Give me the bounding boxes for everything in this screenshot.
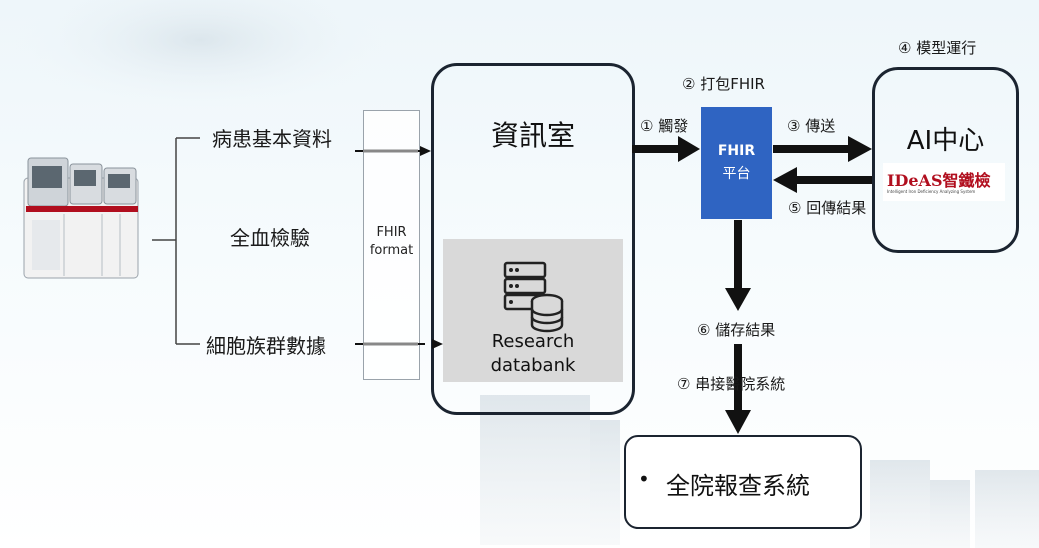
ideas-logo: IDeAS智鐵檢 Intelligent Iron Deficiency Ana… [883, 163, 1005, 201]
hospital-system-label: 全院報查系統 [666, 472, 810, 500]
step-7-connect-hospital: ⑦ 串接醫院系統 [677, 375, 786, 393]
input-blood-test: 全血檢驗 [230, 226, 310, 250]
step-6-store-result: ⑥ 儲存結果 [697, 321, 776, 339]
fhir-format-line1: FHIR [376, 225, 407, 240]
step-1-trigger: ① 觸發 [640, 117, 689, 135]
databank-label-line1: Research [491, 331, 575, 352]
ideas-logo-subtitle: Intelligent Iron Deficiency Analyzing Sy… [887, 189, 976, 194]
fhir-platform-line2: 平台 [722, 166, 751, 182]
hospital-system-box: • 全院報查系統 [624, 435, 862, 529]
fhir-platform-line1: FHIR [717, 143, 756, 159]
ideas-logo-text: IDeAS智鐵檢 [887, 171, 991, 190]
ai-center-title: AI中心 [906, 126, 985, 156]
fhir-platform-box: FHIR 平台 [701, 107, 772, 219]
ai-center-box: AI中心 IDeAS智鐵檢 Intelligent Iron Deficienc… [872, 67, 1019, 253]
input-cell-population: 細胞族群數據 [206, 334, 326, 358]
input-patient-basic: 病患基本資料 [212, 127, 332, 151]
fhir-format-column: FHIR format [363, 110, 420, 380]
step-5-return-result: ⑤ 回傳結果 [788, 199, 867, 217]
info-room-box: 資訊室 [431, 63, 635, 415]
databank-label-line2: databank [490, 355, 576, 376]
hospital-system-bullet: • [638, 467, 650, 491]
lab-analyzer-icon [22, 150, 140, 285]
database-server-icon [503, 261, 564, 333]
step-4-model-run: ④ 模型運行 [898, 39, 977, 57]
info-room-title: 資訊室 [490, 119, 575, 152]
fhir-format-line2: format [369, 243, 414, 258]
step-2-package-fhir: ② 打包FHIR [682, 75, 765, 93]
research-databank: Research databank [443, 239, 623, 382]
step-3-send: ③ 傳送 [787, 117, 836, 135]
